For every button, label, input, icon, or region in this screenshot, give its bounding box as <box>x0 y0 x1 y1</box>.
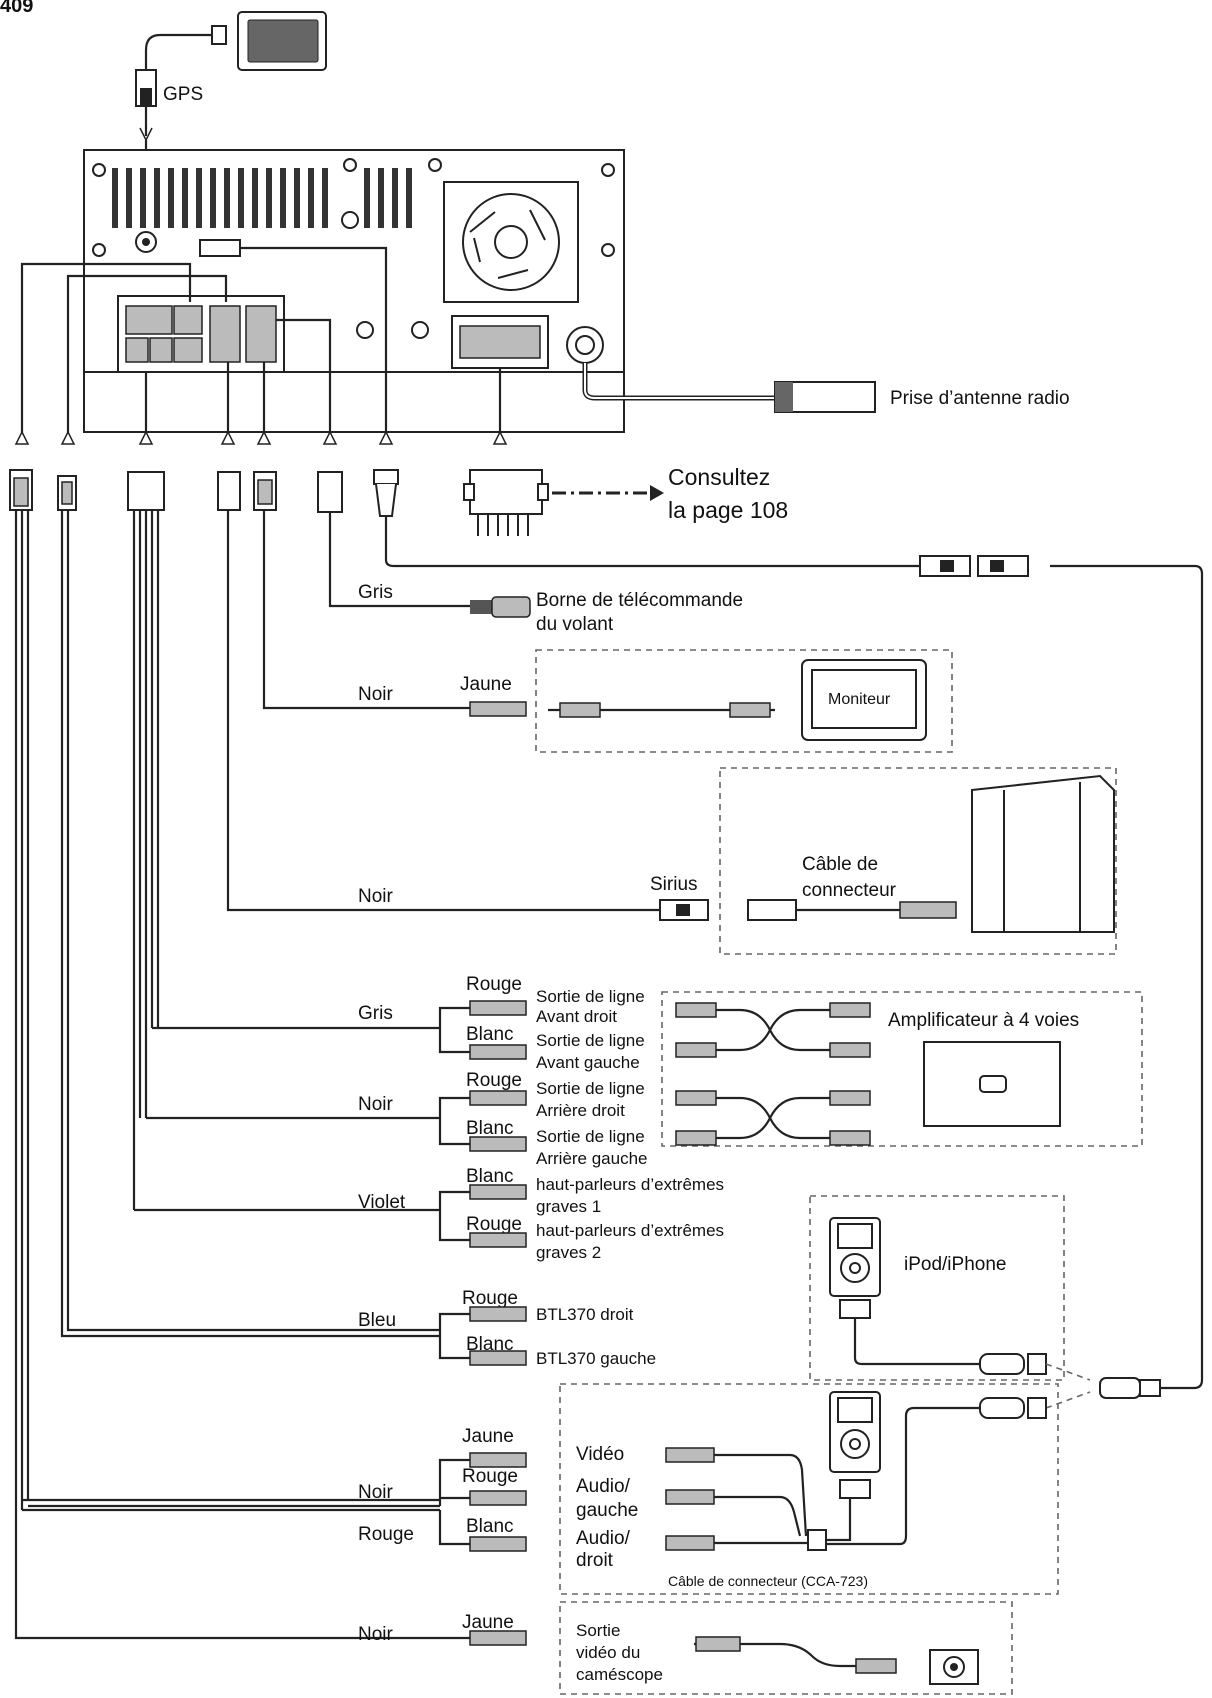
harness-wires <box>14 510 1204 1640</box>
consult-text-2: la page 108 <box>668 497 788 523</box>
harness-connectors: Consultez la page 108 <box>9 464 788 536</box>
wire-color-blanc-1: Blanc <box>466 1024 514 1045</box>
audio-left-label-1: Audio/ <box>576 1476 631 1497</box>
wire-color-blanc-5: Blanc <box>466 1516 514 1537</box>
head-unit-leads <box>14 246 508 445</box>
heat-sink-fin <box>140 168 146 228</box>
wire-color-blanc-2: Blanc <box>466 1118 514 1139</box>
cam-label-1: Sortie <box>576 1621 620 1640</box>
consult-text-1: Consultez <box>668 464 770 490</box>
audio-left-label-2: gauche <box>576 1500 638 1521</box>
wire-color-noir-5: Noir <box>358 1624 394 1645</box>
heat-sink-fin <box>112 168 118 228</box>
heat-sink-fin <box>392 168 398 228</box>
wire-color-noir-3: Noir <box>358 1094 394 1115</box>
wire-color-jaune-3: Jaune <box>462 1612 514 1633</box>
steering-label-1: Borne de télécommande <box>536 590 743 611</box>
cable-label-1: Câble de <box>802 854 878 875</box>
line-out-fr-2: Avant droit <box>536 1007 617 1026</box>
heat-sink-fin <box>406 168 412 228</box>
sirius-section: Noir Sirius Câble de connecteur <box>358 767 1117 955</box>
sub2-label-1: haut-parleurs d’extrêmes <box>536 1221 724 1240</box>
heat-sink-fin <box>266 168 272 228</box>
heat-sink-fin <box>154 168 160 228</box>
wire-color-rouge-5: Rouge <box>462 1466 518 1487</box>
video-label: Vidéo <box>576 1444 624 1465</box>
heat-sink-fin <box>224 168 230 228</box>
btl-right-label: BTL370 droit <box>536 1305 634 1324</box>
heat-sink-fin <box>210 168 216 228</box>
audio-right-label-1: Audio/ <box>576 1528 631 1549</box>
wire-color-jaune-2: Jaune <box>462 1426 514 1447</box>
sub1-label-2: graves 1 <box>536 1197 601 1216</box>
steering-label-2: du volant <box>536 614 614 635</box>
line-out-rl-1: Sortie de ligne <box>536 1127 645 1146</box>
sub2-label-2: graves 2 <box>536 1243 601 1262</box>
heat-sink-fin <box>182 168 188 228</box>
wire-color-rouge-2: Rouge <box>466 1070 522 1091</box>
amplifier-section: Gris Rouge Blanc Sortie de ligne Avant d… <box>358 974 1143 1168</box>
line-out-rl-2: Arrière gauche <box>536 1149 648 1168</box>
wire-color-gris-1: Gris <box>358 582 393 603</box>
head-unit <box>83 149 625 433</box>
wire-color-rouge-4: Rouge <box>462 1288 518 1309</box>
cca-section: Jaune Rouge Noir Rouge Blanc Vidéo Audio… <box>358 1383 1059 1595</box>
ipod-section: iPod/iPhone <box>809 1195 1161 1409</box>
heat-sink-fin <box>322 168 328 228</box>
monitor-label: Moniteur <box>828 691 891 708</box>
audio-right-label-2: droit <box>576 1550 614 1571</box>
cam-label-3: caméscope <box>576 1665 663 1684</box>
wire-color-rouge-3: Rouge <box>466 1214 522 1235</box>
wire-color-rouge-6: Rouge <box>358 1524 414 1545</box>
steering-remote: Gris Borne de télécommande du volant <box>358 582 743 635</box>
heat-sink-fin <box>364 168 370 228</box>
cca-label: Câble de connecteur (CCA-723) <box>668 1573 868 1589</box>
btl-left-label: BTL370 gauche <box>536 1349 656 1368</box>
heat-sink-fin <box>238 168 244 228</box>
cable-label-2: connecteur <box>802 880 897 901</box>
btl-section: Bleu Rouge Blanc BTL370 droit BTL370 gau… <box>358 1288 656 1368</box>
camcorder-section: Noir Jaune Sortie vidéo du caméscope <box>358 1601 1013 1695</box>
wire-color-rouge-1: Rouge <box>466 974 522 995</box>
heat-sink-fin <box>308 168 314 228</box>
heat-sink-fin <box>126 168 132 228</box>
wire-color-noir-2: Noir <box>358 886 394 907</box>
page-number: 409 <box>0 0 33 17</box>
wire-color-noir-4: Noir <box>358 1482 394 1503</box>
heat-sink-fin <box>168 168 174 228</box>
wire-color-violet: Violet <box>358 1192 406 1213</box>
gps-label: GPS <box>163 84 203 105</box>
wire-color-gris-2: Gris <box>358 1003 393 1024</box>
sub1-label-1: haut-parleurs d’extrêmes <box>536 1175 724 1194</box>
monitor-section: Noir Jaune Moniteur <box>358 649 953 753</box>
line-out-fl-1: Sortie de ligne <box>536 1031 645 1050</box>
heat-sink-fin <box>294 168 300 228</box>
heat-sink-fin <box>196 168 202 228</box>
amp-label: Amplificateur à 4 voies <box>888 1010 1079 1031</box>
wire-color-bleu: Bleu <box>358 1310 396 1331</box>
wire-color-jaune-1: Jaune <box>460 674 512 695</box>
heat-sink-fin <box>280 168 286 228</box>
wire-color-blanc-3: Blanc <box>466 1166 514 1187</box>
wire-color-noir-1: Noir <box>358 684 394 705</box>
wire-color-blanc-4: Blanc <box>466 1334 514 1355</box>
heat-sink-fin <box>378 168 384 228</box>
subwoofer-section: Violet Blanc Rouge haut-parleurs d’extrê… <box>358 1166 724 1262</box>
cam-label-2: vidéo du <box>576 1643 640 1662</box>
antenna-label: Prise d’antenne radio <box>890 388 1070 409</box>
usb-extension <box>919 555 1029 577</box>
line-out-fr-1: Sortie de ligne <box>536 987 645 1006</box>
line-out-rr-2: Arrière droit <box>536 1101 625 1120</box>
sirius-label: Sirius <box>650 874 698 895</box>
heat-sink-fin <box>252 168 258 228</box>
line-out-fl-2: Avant gauche <box>536 1053 640 1072</box>
ipod-label: iPod/iPhone <box>904 1254 1006 1275</box>
line-out-rr-1: Sortie de ligne <box>536 1079 645 1098</box>
radio-antenna-cable: Prise d’antenne radio <box>582 363 1070 413</box>
